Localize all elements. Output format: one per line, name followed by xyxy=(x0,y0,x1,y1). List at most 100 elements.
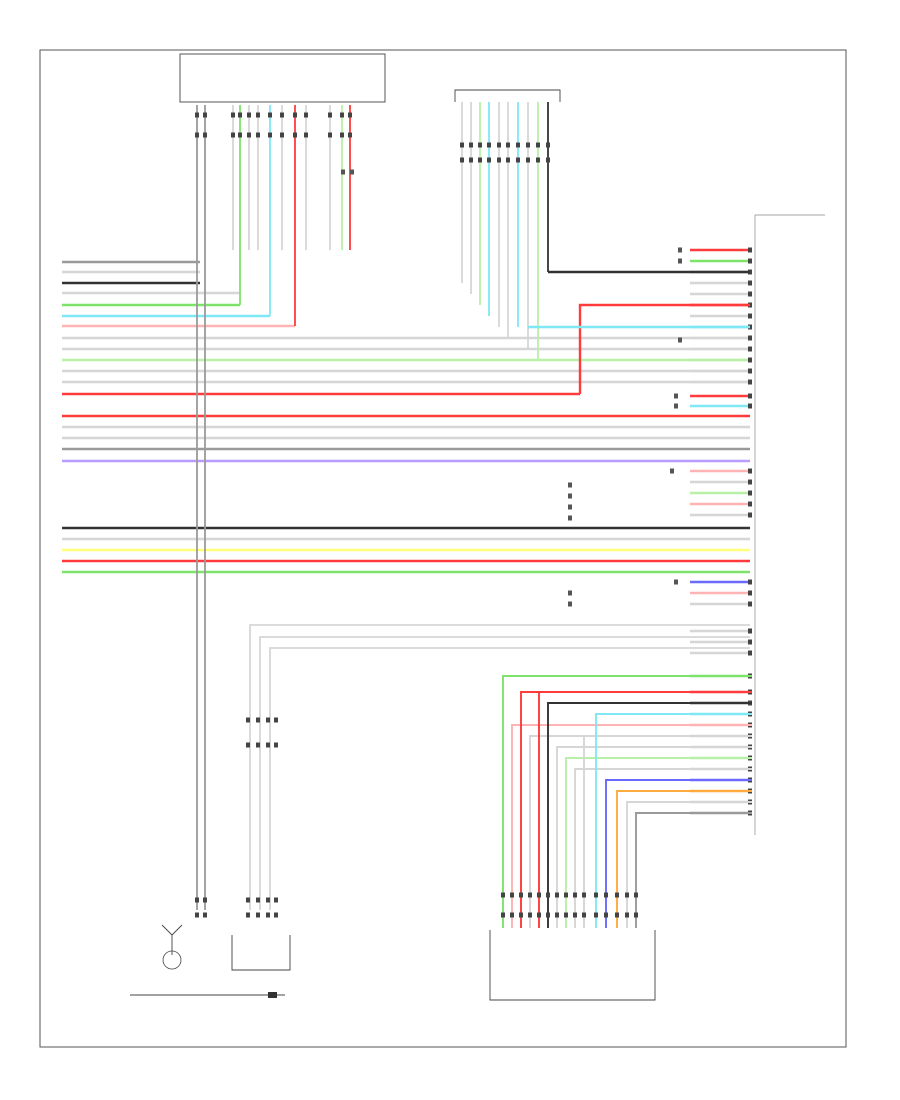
terminal-230 xyxy=(604,892,608,898)
terminal-130 xyxy=(304,132,308,138)
terminal-185 xyxy=(266,742,270,748)
terminal-213 xyxy=(546,912,550,918)
terminal-209 xyxy=(537,892,541,898)
terminal-221 xyxy=(573,892,577,898)
terminal-168 xyxy=(546,157,550,163)
terminal-242 xyxy=(678,258,682,264)
terminal-136 xyxy=(340,132,344,138)
wire-232 xyxy=(616,790,752,928)
top-right-connector-bracket xyxy=(454,89,561,102)
terminal-180 xyxy=(256,717,260,723)
terminal-120 xyxy=(268,112,272,118)
terminal-109 xyxy=(231,132,235,138)
terminal-133 xyxy=(328,132,332,138)
terminal-210 xyxy=(537,912,541,918)
terminal-251 xyxy=(674,579,678,585)
terminal-228 xyxy=(594,912,598,918)
terminal-191 xyxy=(274,912,278,918)
terminal-195 xyxy=(203,912,207,918)
terminal-194 xyxy=(203,897,207,903)
terminal-253 xyxy=(568,601,572,607)
terminal-126 xyxy=(293,112,297,118)
terminal-231 xyxy=(604,912,608,918)
terminal-118 xyxy=(256,132,260,138)
wire-220 xyxy=(574,768,752,928)
terminal-106 xyxy=(203,132,207,138)
terminal-219 xyxy=(564,912,568,918)
terminal-160 xyxy=(516,142,520,148)
terminal-56 xyxy=(748,479,752,485)
wire-173 xyxy=(249,624,750,910)
terminal-66 xyxy=(748,590,752,596)
terminal-52 xyxy=(748,403,752,409)
terminal-30 xyxy=(748,280,752,286)
terminal-184 xyxy=(266,717,270,723)
terminal-206 xyxy=(528,892,532,898)
terminal-112 xyxy=(238,132,242,138)
terminal-201 xyxy=(510,912,514,918)
terminal-114 xyxy=(247,112,251,118)
terminal-139 xyxy=(348,132,352,138)
terminal-48 xyxy=(748,379,752,385)
terminal-124 xyxy=(280,132,284,138)
terminal-127 xyxy=(293,132,297,138)
wire-226 xyxy=(595,713,752,928)
wire-175 xyxy=(269,647,750,910)
terminal-187 xyxy=(266,912,270,918)
terminal-189 xyxy=(274,742,278,748)
terminal-50 xyxy=(748,393,752,399)
terminal-147 xyxy=(478,157,482,163)
terminal-163 xyxy=(526,142,530,148)
terminal-169 xyxy=(546,142,550,148)
terminal-176 xyxy=(246,717,250,723)
bottom-connector-box xyxy=(489,930,656,1001)
terminal-236 xyxy=(625,892,629,898)
terminal-192 xyxy=(195,897,199,903)
terminal-254 xyxy=(341,169,345,175)
wire-235 xyxy=(626,801,752,928)
terminal-179 xyxy=(246,912,250,918)
terminal-42 xyxy=(748,346,752,352)
terminal-241 xyxy=(678,247,682,253)
terminal-54 xyxy=(748,468,752,474)
wire-196 xyxy=(502,675,752,928)
wire-208 xyxy=(538,691,752,928)
terminal-156 xyxy=(506,157,510,163)
terminal-166 xyxy=(536,142,540,148)
terminal-183 xyxy=(256,912,260,918)
terminal-165 xyxy=(536,157,540,163)
terminal-121 xyxy=(268,132,272,138)
terminal-111 xyxy=(238,112,242,118)
terminal-218 xyxy=(564,892,568,898)
terminal-108 xyxy=(231,112,235,118)
terminal-157 xyxy=(506,142,510,148)
terminal-240 xyxy=(634,912,638,918)
terminal-117 xyxy=(256,112,260,118)
wire-229 xyxy=(605,779,752,928)
terminal-60 xyxy=(748,501,752,507)
terminal-148 xyxy=(478,142,482,148)
terminal-204 xyxy=(519,912,523,918)
terminal-138 xyxy=(348,112,352,118)
terminal-129 xyxy=(304,112,308,118)
wire-205 xyxy=(529,735,752,928)
terminal-249 xyxy=(568,504,572,510)
terminal-227 xyxy=(594,892,598,898)
terminal-248 xyxy=(568,493,572,499)
terminal-123 xyxy=(280,112,284,118)
wire-171 xyxy=(578,303,750,394)
terminal-252 xyxy=(568,590,572,596)
terminal-237 xyxy=(625,912,629,918)
terminal-70 xyxy=(748,628,752,634)
terminal-212 xyxy=(546,892,550,898)
terminal-200 xyxy=(510,892,514,898)
terminal-40 xyxy=(748,335,752,341)
terminal-145 xyxy=(469,142,473,148)
terminal-234 xyxy=(615,912,619,918)
terminal-245 xyxy=(674,403,678,409)
terminal-182 xyxy=(256,897,260,903)
terminal-247 xyxy=(568,482,572,488)
terminal-222 xyxy=(573,912,577,918)
